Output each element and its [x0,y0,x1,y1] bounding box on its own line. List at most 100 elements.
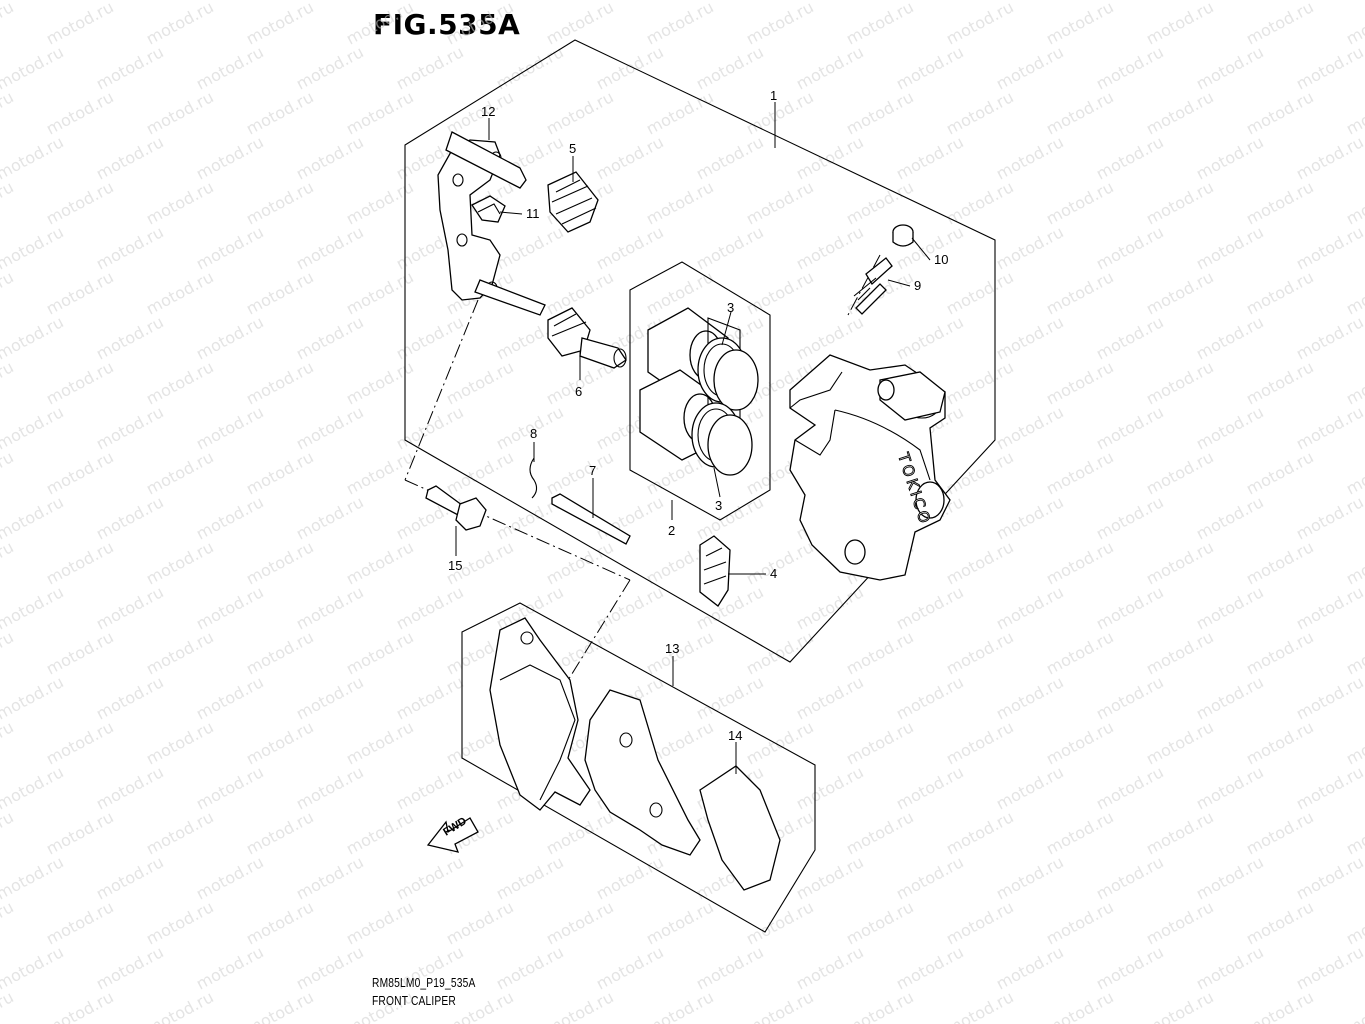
watermark-text: motod.ru [1193,312,1267,363]
watermark-text: motod.ru [843,627,917,678]
watermark-text: motod.ru [1043,267,1117,318]
watermark-text: motod.ru [243,537,317,588]
watermark-text: motod.ru [293,852,367,903]
watermark-text: motod.ru [0,312,67,363]
watermark-text: motod.ru [293,402,367,453]
pad-pin[interactable] [551,493,631,545]
watermark-text: motod.ru [1093,672,1167,723]
watermark-text: motod.ru [293,312,367,363]
watermark-text: motod.ru [1193,852,1267,903]
watermark-text: motod.ru [0,402,67,453]
watermark-text: motod.ru [893,312,967,363]
slide-pin[interactable] [547,307,627,369]
watermark-text: motod.ru [1293,762,1365,813]
watermark-text: motod.ru [743,987,817,1024]
watermark-text: motod.ru [793,582,867,633]
watermark-text: motod.ru [1043,357,1117,408]
watermark-text: motod.ru [593,852,667,903]
watermark-text: motod.ru [643,177,717,228]
watermark-text: motod.ru [1093,762,1167,813]
watermark-text: motod.ru [1193,132,1267,183]
watermark-text: motod.ru [143,717,217,768]
callout-5: 5 [569,141,576,156]
watermark-text: motod.ru [1143,87,1217,138]
watermark-text: motod.ru [143,357,217,408]
callout-13: 13 [665,641,679,656]
watermark-text: motod.ru [343,897,417,948]
watermark-text: motod.ru [0,762,67,813]
watermark-text: motod.ru [143,627,217,678]
watermark-text: motod.ru [1043,987,1117,1024]
watermark-text: motod.ru [393,402,467,453]
watermark-text: motod.ru [193,132,267,183]
pin-boot[interactable] [547,171,599,233]
watermark-text: motod.ru [793,762,867,813]
watermark-text: motod.ru [1343,87,1365,138]
watermark-text: motod.ru [743,267,817,318]
watermark-text: motod.ru [943,447,1017,498]
watermark-text: motod.ru [0,582,67,633]
watermark-text: motod.ru [0,42,67,93]
watermark-text: motod.ru [743,87,817,138]
watermark-text: motod.ru [1343,897,1365,948]
watermark-text: motod.ru [893,762,967,813]
watermark-text: motod.ru [1343,0,1365,49]
watermark-text: motod.ru [0,132,67,183]
watermark-text: motod.ru [293,132,367,183]
watermark-text: motod.ru [243,87,317,138]
callout-12: 12 [481,104,495,119]
watermark-text: motod.ru [743,177,817,228]
watermark-text: motod.ru [943,627,1017,678]
watermark-text: motod.ru [43,807,117,858]
watermark-text: motod.ru [1043,0,1117,49]
watermark-text: motod.ru [1043,897,1117,948]
pad-retainer-clip[interactable] [699,535,731,607]
caliper-bracket[interactable] [437,131,546,316]
watermark-text: motod.ru [1093,582,1167,633]
watermark-text: motod.ru [1143,717,1217,768]
watermark-text: motod.ru [343,717,417,768]
bleeder-cap[interactable] [892,224,914,247]
watermark-text: motod.ru [393,582,467,633]
watermark-text: motod.ru [1093,222,1167,273]
watermark-text: motod.ru [1043,537,1117,588]
watermark-text: motod.ru [43,627,117,678]
watermark-text: motod.ru [143,447,217,498]
watermark-text: motod.ru [993,942,1067,993]
watermark-text: motod.ru [1043,87,1117,138]
watermark-text: motod.ru [793,42,867,93]
pad-spring-clip[interactable] [471,195,506,223]
watermark-text: motod.ru [993,402,1067,453]
brake-pad-left[interactable] [489,617,591,811]
watermark-text: motod.ru [193,222,267,273]
watermark-text: motod.ru [43,897,117,948]
mounting-bolt[interactable] [425,485,487,531]
pad-pin-clip[interactable] [529,457,538,499]
watermark-text: motod.ru [43,177,117,228]
watermark-text: motod.ru [543,267,617,318]
pad-shim[interactable] [699,765,781,891]
watermark-text: motod.ru [93,852,167,903]
watermark-text: motod.ru [543,807,617,858]
watermark-text: motod.ru [143,537,217,588]
watermark-text: motod.ru [1043,627,1117,678]
bleeder-valve[interactable] [853,257,893,315]
watermark-text: motod.ru [243,357,317,408]
watermark-text: motod.ru [1043,177,1117,228]
watermark-text: motod.ru [1143,357,1217,408]
watermark-text: motod.ru [293,42,367,93]
watermark-text: motod.ru [1243,87,1317,138]
watermark-text: motod.ru [0,267,17,318]
brake-pad-right[interactable] [584,689,701,856]
watermark-text: motod.ru [0,177,17,228]
watermark-text: motod.ru [993,42,1067,93]
piston-seals[interactable] [691,317,759,476]
watermark-text: motod.ru [0,447,17,498]
watermark-text: motod.ru [693,942,767,993]
watermark-text: motod.ru [93,312,167,363]
watermark-text: motod.ru [543,987,617,1024]
caliper-body[interactable]: TOKICO [789,354,951,581]
alignment-lines [404,254,881,691]
watermark-text: motod.ru [893,42,967,93]
watermark-text: motod.ru [743,627,817,678]
